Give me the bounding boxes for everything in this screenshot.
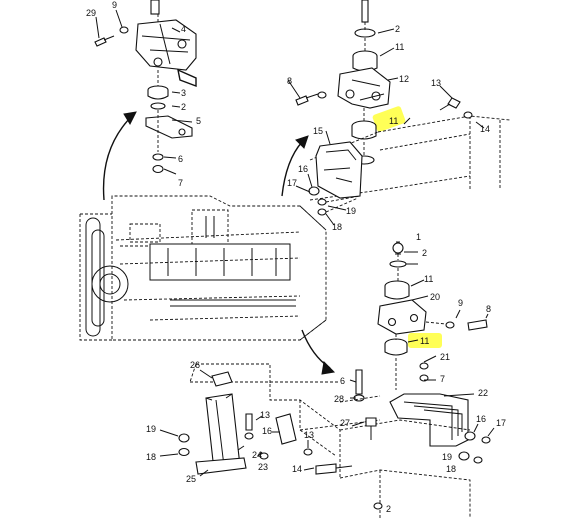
callout-d24: 24 xyxy=(252,450,262,460)
callout-c20: 20 xyxy=(430,292,440,302)
callout-a7: 7 xyxy=(178,178,183,188)
callout-a6: 6 xyxy=(178,154,183,164)
callout-b15: 15 xyxy=(313,126,323,136)
callout-b16: 16 xyxy=(298,164,308,174)
callout-d18: 18 xyxy=(146,452,156,462)
callout-a29: 29 xyxy=(86,8,96,18)
callout-b8: 8 xyxy=(287,76,292,86)
upper-right-mount-assembly xyxy=(287,0,511,226)
engine-block xyxy=(79,195,327,341)
callout-e2: 2 xyxy=(386,504,391,514)
callout-c7: 7 xyxy=(440,374,445,384)
callout-d26: 26 xyxy=(190,360,200,370)
callout-a4: 4 xyxy=(181,24,186,34)
highlight-mark-upper xyxy=(372,106,406,132)
callout-c6: 6 xyxy=(340,376,345,386)
callout-e18: 18 xyxy=(446,464,456,474)
callout-a2: 2 xyxy=(181,102,186,112)
callout-a3: 3 xyxy=(181,88,186,98)
callout-e16: 16 xyxy=(476,414,486,424)
callout-b11h: 11 xyxy=(389,116,398,126)
callout-c8: 8 xyxy=(486,304,491,314)
callout-d16: 16 xyxy=(262,426,272,436)
callout-a9: 9 xyxy=(112,0,117,10)
callout-b19: 19 xyxy=(346,206,356,216)
lower-frame xyxy=(159,363,471,518)
top-left-bracket-assembly xyxy=(94,0,197,175)
callout-c22: 22 xyxy=(478,388,488,398)
callout-e19: 19 xyxy=(442,452,452,462)
callout-b13: 13 xyxy=(431,78,441,88)
highlight-mark-lower xyxy=(408,333,442,348)
callout-c9: 9 xyxy=(458,298,463,308)
callout-b14: 14 xyxy=(480,124,490,134)
callout-a5: 5 xyxy=(196,116,201,126)
callout-c11h: 11 xyxy=(420,336,429,346)
callout-d25: 25 xyxy=(186,474,196,484)
callout-c11: 11 xyxy=(424,274,433,284)
callout-b11: 11 xyxy=(395,42,404,52)
lower-right-mount-assembly xyxy=(349,241,495,464)
callout-d13: 13 xyxy=(260,410,270,420)
callout-e14: 14 xyxy=(292,464,302,474)
callout-d23: 23 xyxy=(258,462,268,472)
callout-d27: 27 xyxy=(340,418,350,428)
callout-b17: 17 xyxy=(287,178,297,188)
arrows xyxy=(102,111,336,375)
callout-e17: 17 xyxy=(496,418,506,428)
callout-c21: 21 xyxy=(440,352,450,362)
callout-c2: 2 xyxy=(422,248,427,258)
callout-b18: 18 xyxy=(332,222,342,232)
callout-c1: 1 xyxy=(416,232,421,242)
callout-e13: 13 xyxy=(304,430,314,440)
callout-b2: 2 xyxy=(395,24,400,34)
callout-labels: 29 9 4 3 2 5 6 7 2 11 8 12 13 11 14 15 1… xyxy=(86,0,506,514)
callout-d19: 19 xyxy=(146,424,156,434)
callout-b12: 12 xyxy=(399,74,409,84)
callout-c28: 28 xyxy=(334,394,344,404)
